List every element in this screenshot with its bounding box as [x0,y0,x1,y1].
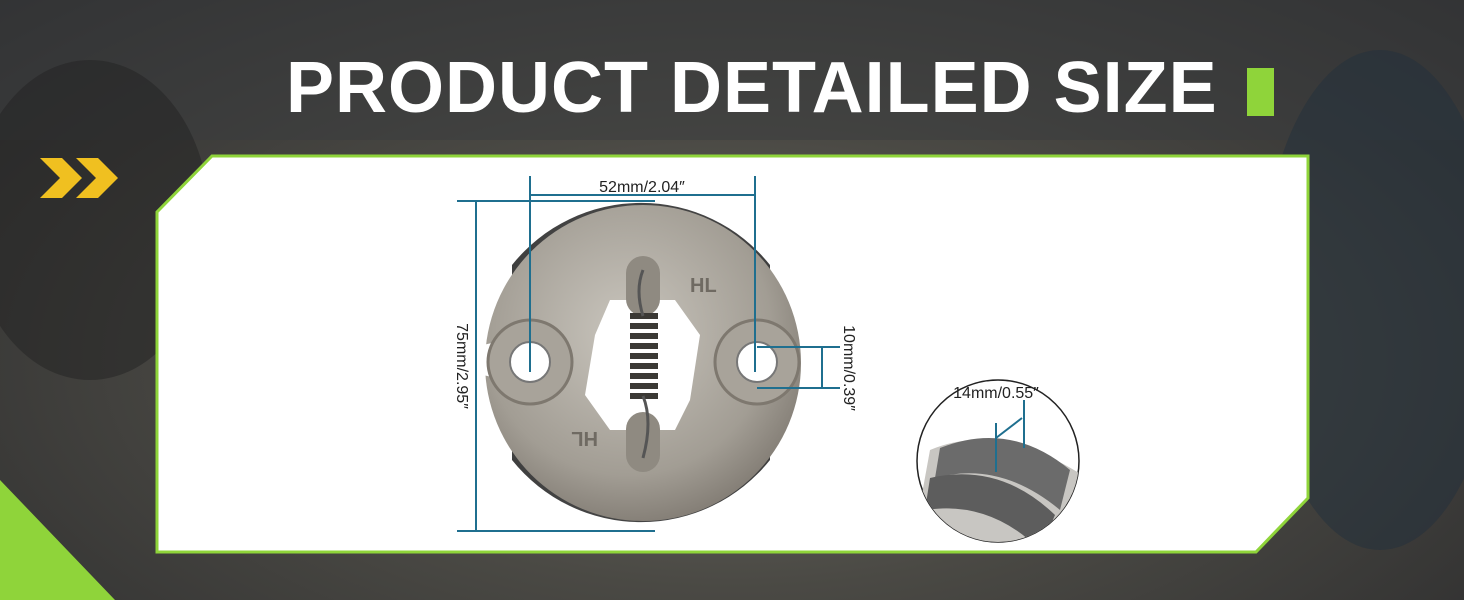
title-accent-square [1247,68,1274,116]
chevron-icon [40,158,82,198]
chevron-icon [76,158,118,198]
hole-spacing-label: 52mm/2.04″ [599,179,685,196]
diameter-label: 75mm/2.95″ [453,323,470,409]
page-title: PRODUCT DETAILED SIZE [286,48,1218,128]
hole-diameter-label: 10mm/0.39″ [840,325,857,411]
clutch-mark-bottom: HL [571,427,598,449]
green-corner-triangle [0,480,115,600]
clutch-mark-top: HL [690,275,717,297]
clutch-image: HL HL [483,202,801,523]
thickness-label: 14mm/0.55″ [953,385,1039,402]
dimension-lines [457,176,840,532]
